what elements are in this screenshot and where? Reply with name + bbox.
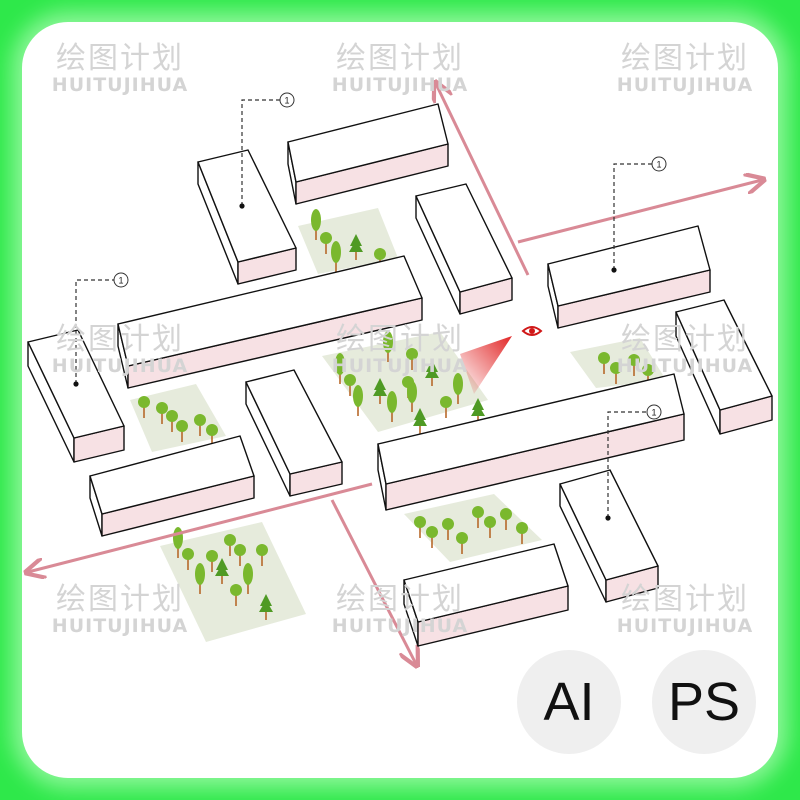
tree-icon [500,508,512,530]
building-block [403,543,569,647]
tree-icon [195,563,205,594]
callout-number: 1 [118,276,123,286]
tree-icon [413,408,427,434]
circulation-axes [28,84,762,664]
tree-icon [426,526,438,548]
park-areas [130,208,666,642]
tree-icon [234,544,246,566]
callout: 1 [73,272,129,387]
building-block [245,369,343,497]
callout-number: 1 [651,408,656,418]
building-block [117,255,423,389]
tree-icon [472,506,484,528]
callout-number: 1 [284,96,289,106]
tree-icon [166,410,178,432]
axis-arrow-north [436,84,530,276]
tree-icon [311,209,321,240]
tree-icon [484,516,496,538]
tree-icon [440,396,452,418]
axis-arrow-east [517,180,762,244]
park-ground [298,208,398,274]
tree-icon [387,391,397,422]
ps-format-badge: PS [652,650,756,754]
tree-icon [407,381,417,412]
tree-icon [182,548,194,570]
tree-icon [610,362,622,384]
callouts: 1 1 1 1 [73,92,667,521]
tree-icon [353,385,363,416]
tree-icon [224,534,236,556]
tree-icon [516,522,528,544]
tree-icon [442,518,454,540]
callout-circle-icon [646,404,662,420]
building-block [287,103,449,205]
tree-icon [215,558,229,584]
tree-icon [256,544,268,566]
tree-icon [453,373,463,404]
axis-arrow-west [28,482,373,572]
building-block [415,183,513,315]
callout-circle-icon [651,156,667,172]
tree-icon [176,420,188,442]
tree-icon [598,352,610,374]
view-cone [460,336,512,394]
tree-icon [383,331,393,362]
tree-icon [156,402,168,424]
tree-icon [230,584,242,606]
eye-icon [521,326,543,336]
building-block [559,469,659,603]
tree-icon [335,353,345,384]
tree-icon [194,414,206,436]
building-block [675,299,773,435]
tree-icon [349,234,363,260]
buildings [27,103,773,647]
building-block [377,373,685,511]
callout-circle-icon [113,272,129,288]
tree-icon [456,532,468,554]
tree-icon [320,232,332,254]
ai-format-badge: AI [517,650,621,754]
callout: 1 [605,404,662,521]
tree-icon [138,396,150,418]
tree-icon [406,348,418,370]
tree-icon [243,563,253,594]
tree-icon [331,241,341,272]
tree-icon [373,378,387,404]
axis-arrow-south [330,499,416,664]
tree-icon [344,374,356,396]
callout-number: 1 [656,160,661,170]
building-block [197,149,297,285]
building-block [547,225,711,329]
tree-icon [628,354,640,376]
callout: 1 [239,92,295,209]
view-point [460,326,543,394]
building-block [89,435,255,537]
callout-circle-icon [279,92,295,108]
tree-icon [259,594,273,620]
tree-icon [425,360,439,386]
tree-icon [414,516,426,538]
tree-icon [206,550,218,572]
building-block [27,329,125,463]
park-ground [130,384,226,452]
callout: 1 [611,156,667,273]
